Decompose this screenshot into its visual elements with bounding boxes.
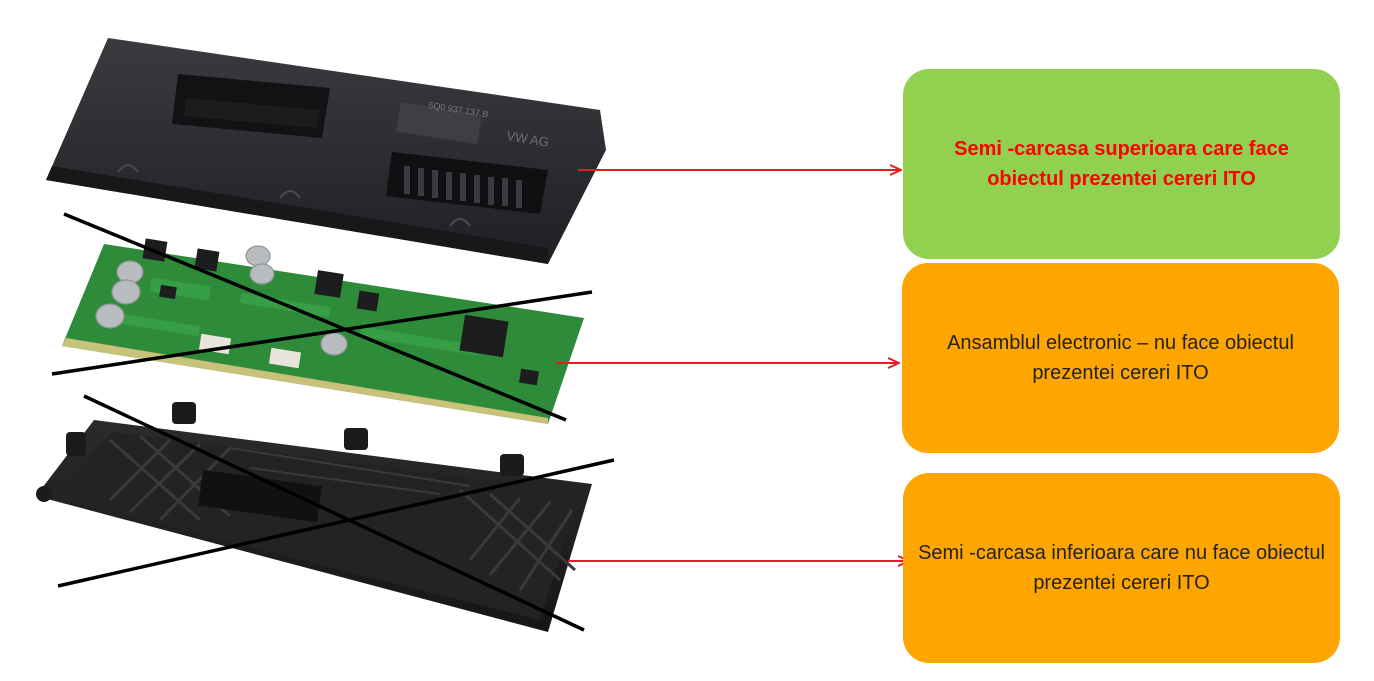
- lower-housing-label-box: Semi -carcasa inferioara care nu face ob…: [903, 473, 1340, 663]
- lower-housing-label: Semi -carcasa inferioara care nu face ob…: [918, 542, 1325, 594]
- lower-housing-image: [36, 402, 592, 632]
- housing-maker-mark: VW AG: [506, 128, 550, 149]
- upper-housing-label-box: Semi -carcasa superioara care face obiec…: [903, 69, 1340, 259]
- lower-housing-strike-cross: [57, 394, 615, 632]
- electronic-assembly-label-box: Ansamblul electronic – nu face obiectul …: [902, 263, 1339, 453]
- upper-housing-label: Semi -carcasa superioara care face obiec…: [954, 138, 1289, 190]
- upper-housing-image: 5Q0 937 137 B VW AG: [46, 38, 606, 264]
- pcb-strike-cross: [51, 212, 593, 422]
- electronic-assembly-label: Ansamblul electronic – nu face obiectul …: [947, 332, 1294, 384]
